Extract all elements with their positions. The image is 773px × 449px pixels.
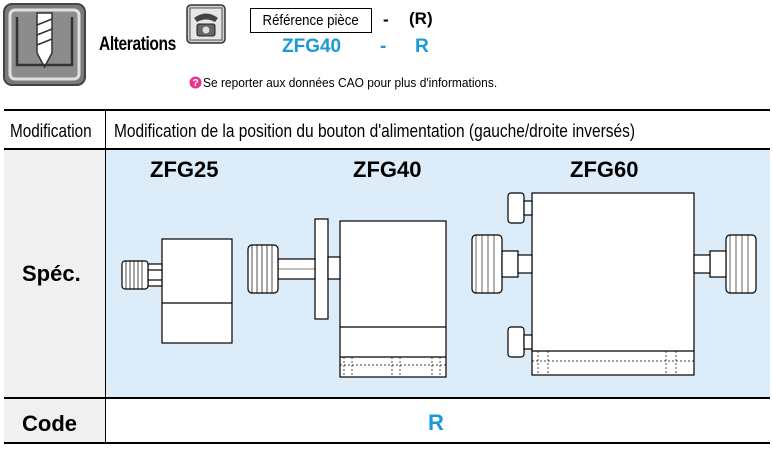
svg-text:?: ? — [192, 78, 198, 89]
info-note: Se reporter aux données CAO pour plus d'… — [203, 75, 498, 90]
zfg25-drawing — [121, 238, 233, 344]
suffix-code: R — [415, 36, 429, 57]
header-modification: Modification — [10, 121, 92, 141]
column-divider — [105, 109, 106, 444]
zfg40-drawing — [247, 218, 447, 378]
spec-row-label: Spéc. — [22, 261, 81, 286]
zfg60-drawing — [471, 192, 757, 376]
model-title-zfg40: ZFG40 — [353, 157, 422, 182]
model-code: ZFG40 — [282, 36, 342, 57]
alterations-table: Modification Modification de la position… — [4, 109, 770, 444]
table-top-border — [4, 109, 770, 111]
model-title-zfg60: ZFG60 — [570, 157, 639, 182]
drill-bit-icon — [3, 3, 86, 86]
phone-icon — [186, 4, 226, 44]
code-label-cell — [4, 398, 105, 442]
row-divider — [4, 397, 770, 399]
table-bottom-border — [4, 442, 770, 444]
model-dash: - — [380, 36, 387, 57]
header-description: Modification de la position du bouton d'… — [114, 121, 635, 141]
header-divider — [4, 148, 770, 150]
section-title: Alterations — [99, 34, 176, 55]
spec-label-cell — [4, 149, 105, 398]
reference-label: Référence pièce — [250, 8, 372, 33]
code-row-label: Code — [22, 411, 77, 436]
code-value: R — [428, 410, 444, 435]
reference-dash: - — [383, 10, 389, 29]
reference-code: (R) — [409, 9, 433, 28]
info-icon: ? — [189, 76, 202, 89]
model-title-zfg25: ZFG25 — [150, 157, 219, 182]
